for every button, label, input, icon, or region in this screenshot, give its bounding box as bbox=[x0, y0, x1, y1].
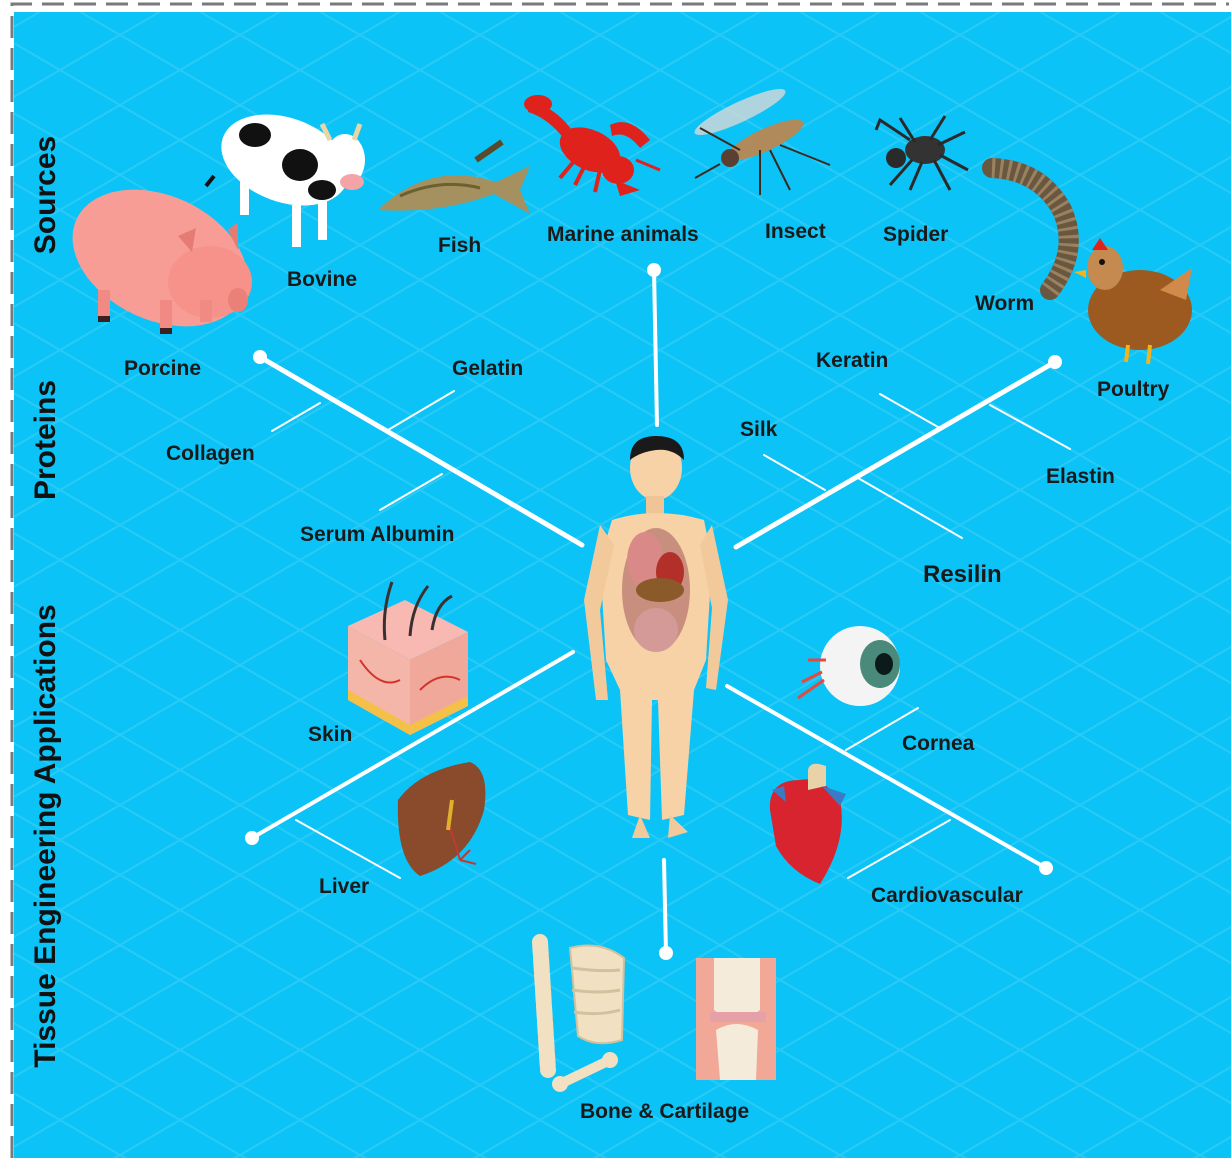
label-liver: Liver bbox=[319, 876, 369, 897]
label-elastin: Elastin bbox=[1046, 466, 1115, 487]
label-marine-animals: Marine animals bbox=[547, 224, 699, 245]
label-gelatin: Gelatin bbox=[452, 358, 523, 379]
label-collagen: Collagen bbox=[166, 443, 255, 464]
label-spider: Spider bbox=[883, 224, 948, 245]
section-title-sources: Sources bbox=[31, 136, 61, 254]
label-cornea: Cornea bbox=[902, 733, 974, 754]
label-skin: Skin bbox=[308, 724, 352, 745]
section-title-applications: Tissue Engineering Applications bbox=[31, 604, 61, 1067]
knee-joint-icon bbox=[696, 958, 776, 1080]
label-worm: Worm bbox=[975, 293, 1034, 314]
label-silk: Silk bbox=[740, 419, 777, 440]
label-bovine: Bovine bbox=[287, 269, 357, 290]
label-poultry: Poultry bbox=[1097, 379, 1169, 400]
label-resilin: Resilin bbox=[923, 563, 1002, 587]
label-serum-albumin: Serum Albumin bbox=[300, 524, 454, 545]
label-fish: Fish bbox=[438, 235, 481, 256]
label-keratin: Keratin bbox=[816, 350, 888, 371]
section-title-proteins: Proteins bbox=[31, 380, 61, 500]
label-bone-cartilage: Bone & Cartilage bbox=[580, 1101, 749, 1122]
label-insect: Insect bbox=[765, 221, 826, 242]
label-cardiovascular: Cardiovascular bbox=[871, 885, 1023, 906]
label-porcine: Porcine bbox=[124, 358, 201, 379]
